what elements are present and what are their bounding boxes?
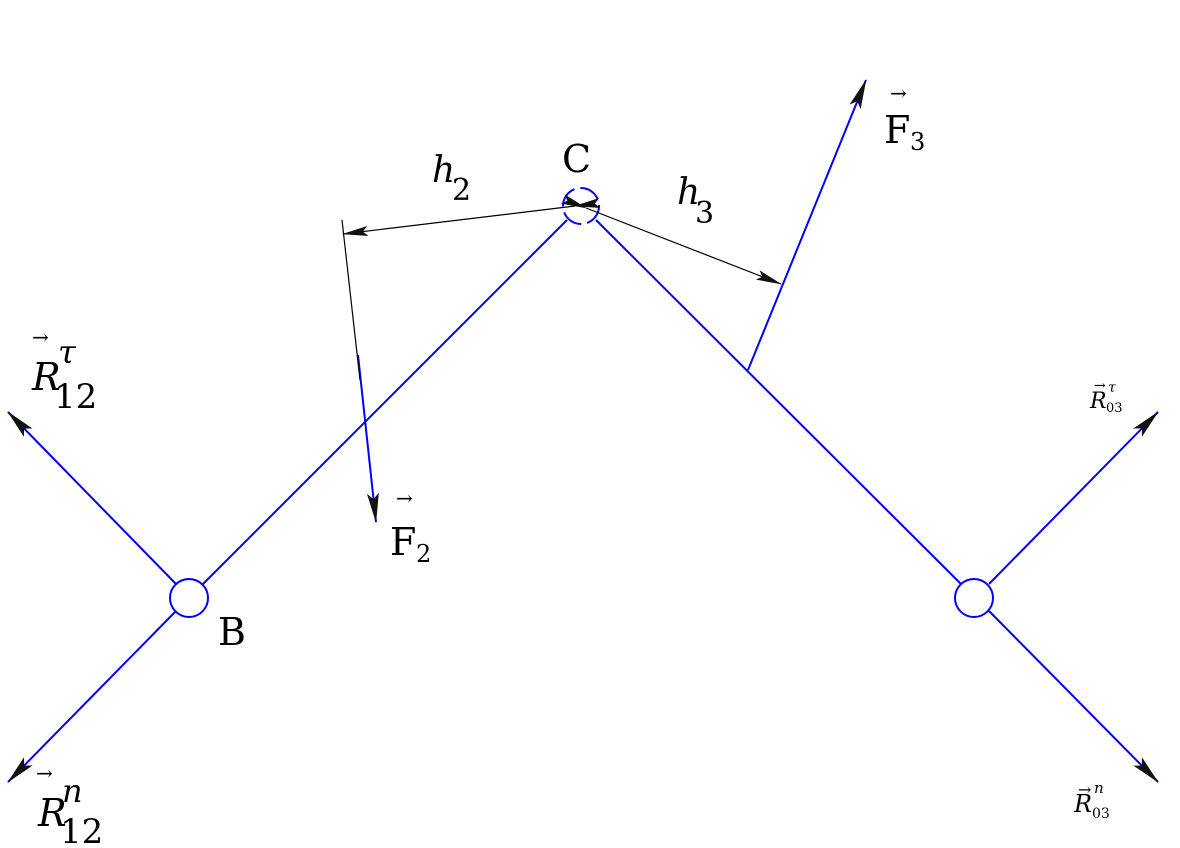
- label-r03-n: → R n 03: [1073, 779, 1110, 822]
- vector-arrow-icon: →: [1094, 378, 1106, 394]
- svg-text:R: R: [1089, 389, 1107, 414]
- label-r12-n: → R n 12: [36, 761, 103, 848]
- label-point-b: B: [218, 610, 246, 654]
- svg-text:3: 3: [910, 128, 925, 156]
- joint-c: [562, 187, 600, 225]
- svg-text:2: 2: [416, 540, 431, 568]
- svg-text:τ: τ: [1108, 380, 1116, 396]
- svg-text:12: 12: [54, 377, 97, 417]
- svg-text:τ: τ: [58, 333, 77, 371]
- svg-text:2: 2: [452, 173, 471, 208]
- structure: [7, 79, 1159, 783]
- h3-dimension: [560, 194, 782, 285]
- vector-arrow-icon: →: [396, 486, 413, 510]
- vector-arrow-icon: →: [890, 81, 907, 105]
- svg-text:03: 03: [1106, 401, 1123, 416]
- reaction-r03-tau-line: [988, 411, 1159, 585]
- joint-b: [169, 578, 209, 618]
- member-b-c: [202, 219, 568, 585]
- force-f3-line: [747, 79, 867, 371]
- label-h2: h 2: [432, 150, 471, 208]
- member-c-d: [595, 219, 962, 585]
- label-r12-tau: → R τ 12: [31, 325, 97, 417]
- joint-d: [954, 578, 994, 618]
- svg-text:03: 03: [1092, 806, 1110, 822]
- dimension-lines: [341, 194, 782, 381]
- svg-text:R: R: [37, 791, 67, 835]
- force-f2-line: [357, 354, 379, 523]
- label-h3: h 3: [677, 172, 714, 231]
- reaction-r12-tau-line: [7, 411, 177, 585]
- label-f3: → F 3: [884, 81, 925, 156]
- svg-text:R: R: [31, 355, 61, 399]
- svg-text:R: R: [1073, 790, 1092, 818]
- vector-arrow-icon: →: [36, 761, 53, 785]
- svg-text:12: 12: [60, 812, 103, 848]
- reaction-r12-n-line: [7, 610, 177, 783]
- svg-text:3: 3: [695, 196, 714, 231]
- f2-line-of-action: [341, 219, 361, 381]
- svg-text:h: h: [677, 172, 700, 213]
- joints: [169, 187, 994, 618]
- h2-dimension: [342, 198, 601, 236]
- vector-arrow-icon: →: [1078, 780, 1091, 799]
- svg-text:n: n: [62, 772, 83, 810]
- svg-text:F: F: [390, 520, 416, 564]
- vector-arrow-icon: →: [32, 325, 49, 349]
- svg-text:h: h: [432, 150, 455, 191]
- reaction-r03-n-line: [988, 610, 1159, 783]
- label-r03-tau: → R τ 03: [1089, 378, 1123, 416]
- svg-text:F: F: [884, 108, 910, 152]
- label-point-c: C: [562, 137, 591, 181]
- label-f2: → F 2: [390, 486, 431, 568]
- svg-text:n: n: [1094, 779, 1104, 797]
